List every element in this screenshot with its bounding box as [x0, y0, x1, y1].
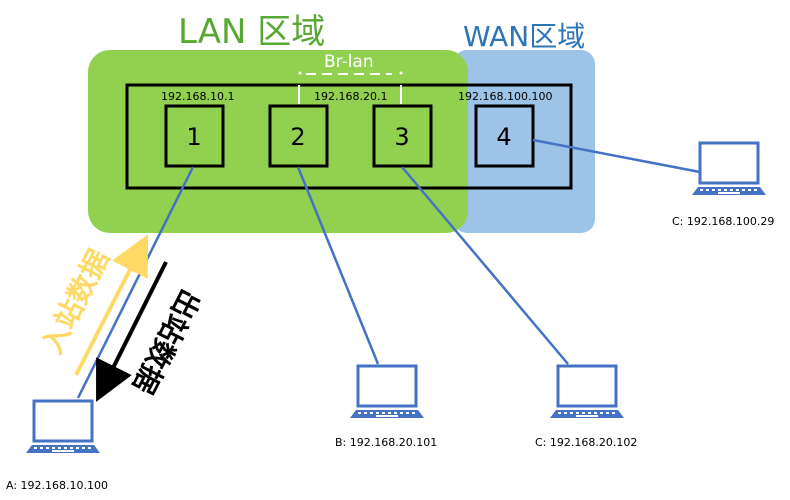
outbound-label: 出站数据 — [126, 284, 206, 399]
port-2: 2 — [268, 104, 329, 168]
wan-zone-title: WAN区域 — [463, 20, 585, 53]
computer-c2-label: C: 192.168.100.29 — [672, 215, 774, 228]
port-1-ip: 192.168.10.1 — [161, 90, 234, 103]
lan-zone — [88, 50, 468, 233]
computer-a-label: A: 192.168.10.100 — [6, 479, 108, 492]
inbound-arrow — [74, 234, 149, 376]
lan-zone-title: LAN 区域 — [178, 12, 325, 52]
computer-icon — [690, 141, 768, 197]
port-2-ip: 192.168.20.1 — [314, 90, 387, 103]
bridge-label: Br-lan — [324, 52, 374, 72]
computer-c — [548, 364, 626, 420]
wan-zone — [453, 50, 595, 233]
inbound-label: 入站数据 — [35, 244, 115, 359]
computer-icon — [348, 364, 426, 420]
computer-icon — [548, 364, 626, 420]
computer-c2 — [690, 141, 768, 197]
link-port4-pcC2 — [532, 138, 701, 174]
port-1: 1 — [164, 104, 225, 168]
router-box — [125, 83, 573, 190]
link-port3-pcC — [401, 166, 569, 365]
computer-b-label: B: 192.168.20.101 — [335, 436, 437, 449]
port-1-label: 1 — [186, 123, 201, 151]
port-3: 3 — [372, 104, 433, 168]
computer-b — [348, 364, 426, 420]
port-4-ip: 192.168.100.100 — [458, 90, 552, 103]
link-port2-pcB — [296, 166, 380, 365]
port-4: 4 — [474, 104, 535, 168]
port-4-label: 4 — [496, 123, 511, 151]
computer-c-label: C: 192.168.20.102 — [535, 436, 637, 449]
computer-a — [24, 399, 102, 455]
port-3-label: 3 — [394, 123, 409, 151]
outbound-arrow — [96, 261, 168, 402]
port-2-label: 2 — [290, 123, 305, 151]
computer-icon — [24, 399, 102, 455]
